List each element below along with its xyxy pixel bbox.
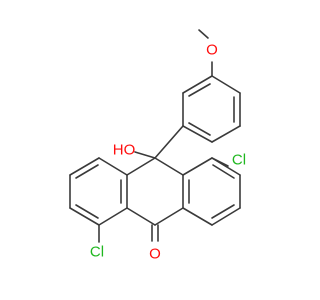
bond-lines <box>69 29 241 243</box>
bond-aryl-c9 <box>154 125 184 159</box>
methoxy-oxygen-label: O <box>206 42 218 59</box>
bond-c9-oh <box>134 151 156 159</box>
hydroxyl-label: HO <box>113 142 136 159</box>
chlorine-right-label: Cl <box>232 152 246 169</box>
chlorine-left-label: Cl <box>90 244 104 261</box>
atom-labels: O HO Cl Cl O <box>90 42 246 263</box>
ketone-oxygen-label: O <box>149 246 161 263</box>
left-aromatic-ring <box>69 157 128 226</box>
bond-methyl-o <box>198 29 209 39</box>
bond-right-cl <box>211 157 229 167</box>
molecule-structure-diagram: O HO Cl Cl O <box>69 29 246 263</box>
central-ring <box>126 157 184 226</box>
methoxyphenyl-ring <box>182 75 241 143</box>
